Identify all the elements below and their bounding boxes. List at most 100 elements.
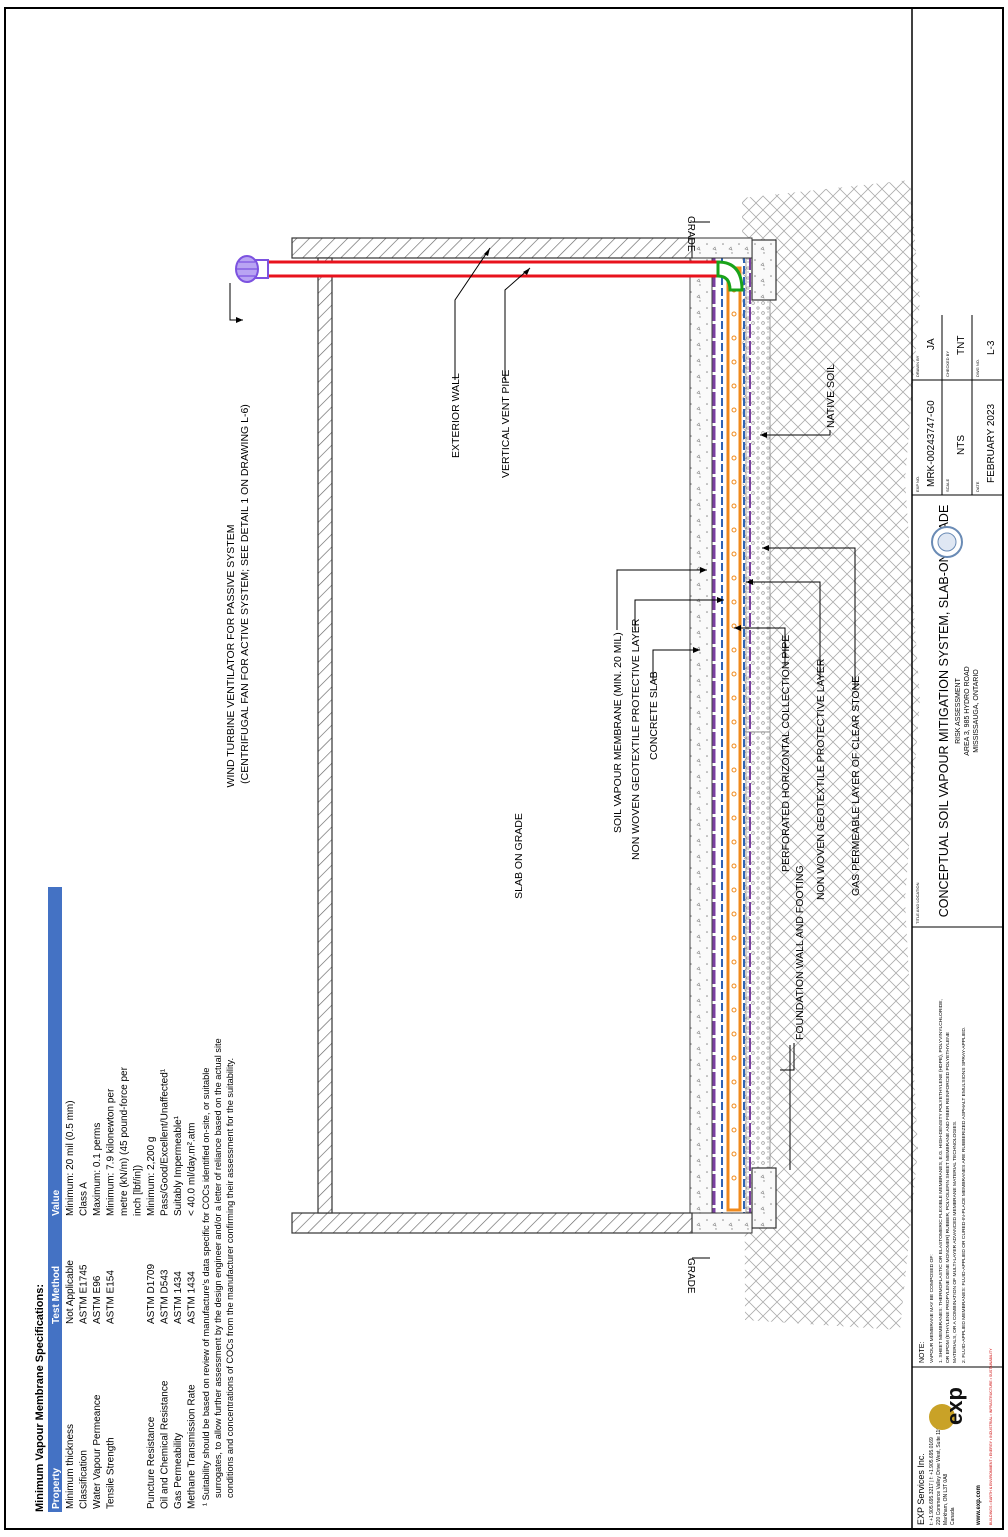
- spec-value: Maximum: 0.1 perms: [92, 1123, 103, 1216]
- pipe-perforation: [731, 719, 737, 725]
- notes-line-4: MATERIALS, OR A COMBINATION OF MULTI-LAY…: [952, 1121, 958, 1363]
- grade-label-left: GRADE: [685, 1258, 696, 1294]
- pipe-perforation: [731, 671, 737, 677]
- spec-value: Minimum: 7.9 kilonewton per: [106, 1088, 117, 1216]
- exterior-wall-right: [291, 237, 693, 259]
- field-value-scale: NTS: [956, 435, 967, 455]
- pipe-perforation: [731, 1031, 737, 1037]
- spec-method: ASTM E154: [106, 1270, 117, 1324]
- field-caption-scale: SCALE: [945, 479, 950, 492]
- pipe-perforation: [731, 743, 737, 749]
- field-caption-checked-by: CHECKED BY: [945, 351, 950, 377]
- pipe-perforation: [731, 383, 737, 389]
- fields-panel: EXP NO. MRK-00243747-G0 SCALE NTS DATE F…: [912, 315, 1003, 496]
- notes-heading: NOTE:: [919, 1342, 926, 1363]
- field-value-exp-no: MRK-00243747-G0: [926, 400, 937, 487]
- spec-value: Minimum: 2,200 g: [146, 1137, 157, 1216]
- title-panel: TITLE AND LOCATION CONCEPTUAL SOIL VAPOU…: [912, 494, 1003, 924]
- pipe-perforation: [731, 551, 737, 557]
- company-panel: EXP Services Inc. t: +1.905.695.3217 | f…: [912, 1348, 1003, 1530]
- pipe-perforation: [731, 359, 737, 365]
- pipe-perforation: [731, 1127, 737, 1133]
- collection-pipe: [726, 266, 742, 1212]
- spec-footnote-line: surrogates, to allow further assessment …: [213, 1038, 223, 1498]
- company-line-4: Canada: [950, 1507, 956, 1525]
- col-header-method: Test Method: [51, 1266, 62, 1324]
- company-line-3: Markham, ON L3T 0A8: [943, 1473, 949, 1525]
- exterior-wall-left: [291, 1212, 693, 1234]
- collection-pipe-label: PERFORATED HORIZONTAL COLLECTION PIPE: [780, 635, 792, 872]
- field-value-date: FEBRUARY 2023: [986, 403, 997, 483]
- pipe-perforation: [731, 839, 737, 845]
- pipe-perforation: [731, 575, 737, 581]
- exp-logo-icon: exp: [929, 1387, 967, 1430]
- field-value-drawn-by: JA: [926, 338, 937, 350]
- turbine-label-2: (CENTRIFUGAL FAN FOR ACTIVE SYSTEM; SEE …: [239, 404, 251, 784]
- pipe-perforation: [731, 311, 737, 317]
- pipe-perforation: [731, 1055, 737, 1061]
- drawing-subtitle-3: MISSISSAUGA, ONTARIO: [973, 669, 980, 753]
- company-line-1: t: +1.905.695.3217 | f: +1.905.695.0169: [929, 1437, 935, 1525]
- pipe-perforation: [731, 479, 737, 485]
- membrane-label: SOIL VAPOUR MEMBRANE (MIN. 20 MIL): [612, 632, 624, 833]
- spec-value: Suitably Impermeable¹: [173, 1115, 184, 1216]
- notes-line-3: OR EPDM (ETHYLENE PROPYLENE DIENE MONOME…: [945, 1031, 951, 1363]
- cross-section: GRADE GRADE FOUNDATION WALL AND FOOTING …: [225, 180, 920, 1330]
- company-logo-text: exp: [942, 1387, 967, 1425]
- spec-value: Pass/Good/Excellent/Unaffected¹: [160, 1068, 171, 1216]
- clear-stone-label: GAS PERMEABLE LAYER OF CLEAR STONE: [850, 676, 862, 896]
- pipe-perforation: [731, 527, 737, 533]
- field-caption-date: DATE: [975, 481, 980, 492]
- pipe-perforation: [731, 1007, 737, 1013]
- spec-value: Minimum: 20 mil (0.5 mm): [65, 1100, 76, 1216]
- spec-property: Water Vapour Permeance: [92, 1394, 103, 1509]
- field-caption-dwg-no: DWG NO.: [975, 359, 980, 377]
- field-caption-drawn-by: DRAWN BY: [915, 355, 920, 377]
- drawing-subtitle-1: RISK ASSESSMENT: [955, 677, 962, 743]
- concrete-slab-label: CONCRETE SLAB: [648, 671, 660, 760]
- pipe-perforation: [731, 1175, 737, 1181]
- company-name: EXP Services Inc.: [916, 1453, 926, 1525]
- spec-property: Puncture Resistance: [146, 1416, 157, 1509]
- drawing-title: CONCEPTUAL SOIL VAPOUR MITIGATION SYSTEM…: [937, 505, 951, 918]
- footing-right: [751, 239, 777, 301]
- pipe-perforation: [731, 863, 737, 869]
- notes-panel: NOTE: VAPOUR MEMBRANE MAY BE COMPOSED OF…: [912, 926, 1003, 1363]
- turbine-ventilator-icon: [235, 255, 269, 283]
- spec-table-rows: Minimum thickness Not Applicable Minimum: …: [65, 1038, 235, 1509]
- spec-property: Oil and Chemical Resistance: [160, 1380, 171, 1509]
- spec-method: ASTM 1434: [187, 1271, 198, 1324]
- field-caption-exp-no: EXP NO.: [915, 476, 920, 492]
- title-block: EXP Services Inc. t: +1.905.695.3217 | f…: [911, 8, 1003, 1530]
- pipe-perforation: [731, 887, 737, 893]
- slab-on-grade-label: SLAB ON GRADE: [513, 813, 525, 899]
- company-website: www.exp.com: [976, 1485, 982, 1526]
- pipe-perforation: [731, 599, 737, 605]
- spec-value: < 40.0 ml/day.m².atm: [187, 1123, 198, 1216]
- spec-property: Methane Transmission Rate: [187, 1384, 198, 1509]
- grade-label-right: GRADE: [685, 216, 696, 252]
- field-value-dwg-no: L-3: [986, 340, 997, 355]
- company-sectors: BUILDINGS • EARTH & ENVIRONMENT • ENERGY…: [989, 1348, 993, 1525]
- pipe-perforation: [731, 767, 737, 773]
- spec-value: Class A: [79, 1182, 90, 1216]
- spec-footnote-line: ¹ Suitability should be based on review …: [201, 1068, 211, 1506]
- vent-pipe-label: VERTICAL VENT PIPE: [500, 370, 512, 478]
- spec-method: ASTM E1745: [79, 1264, 90, 1324]
- spec-value: metre (kN/m) (45 pound-force per: [119, 1066, 130, 1216]
- pipe-perforation: [731, 455, 737, 461]
- spec-method: ASTM 1434: [173, 1271, 184, 1324]
- spec-property: Minimum thickness: [65, 1424, 76, 1509]
- vent-pipe: [262, 260, 721, 278]
- spec-method: Not Applicable: [65, 1260, 76, 1324]
- spec-method: ASTM D543: [160, 1269, 171, 1324]
- spec-method: ASTM E96: [92, 1275, 103, 1324]
- pipe-perforation: [731, 503, 737, 509]
- concrete-slab: [689, 257, 713, 1214]
- spec-footnote-line: conditions and concentrations of COCs fr…: [225, 1058, 235, 1498]
- exterior-wall-label: EXTERIOR WALL: [450, 373, 462, 458]
- spec-method: ASTM D1709: [146, 1264, 157, 1324]
- pipe-elbow: [716, 260, 744, 292]
- spec-property: Gas Permeability: [173, 1433, 184, 1509]
- pipe-perforation: [731, 1079, 737, 1085]
